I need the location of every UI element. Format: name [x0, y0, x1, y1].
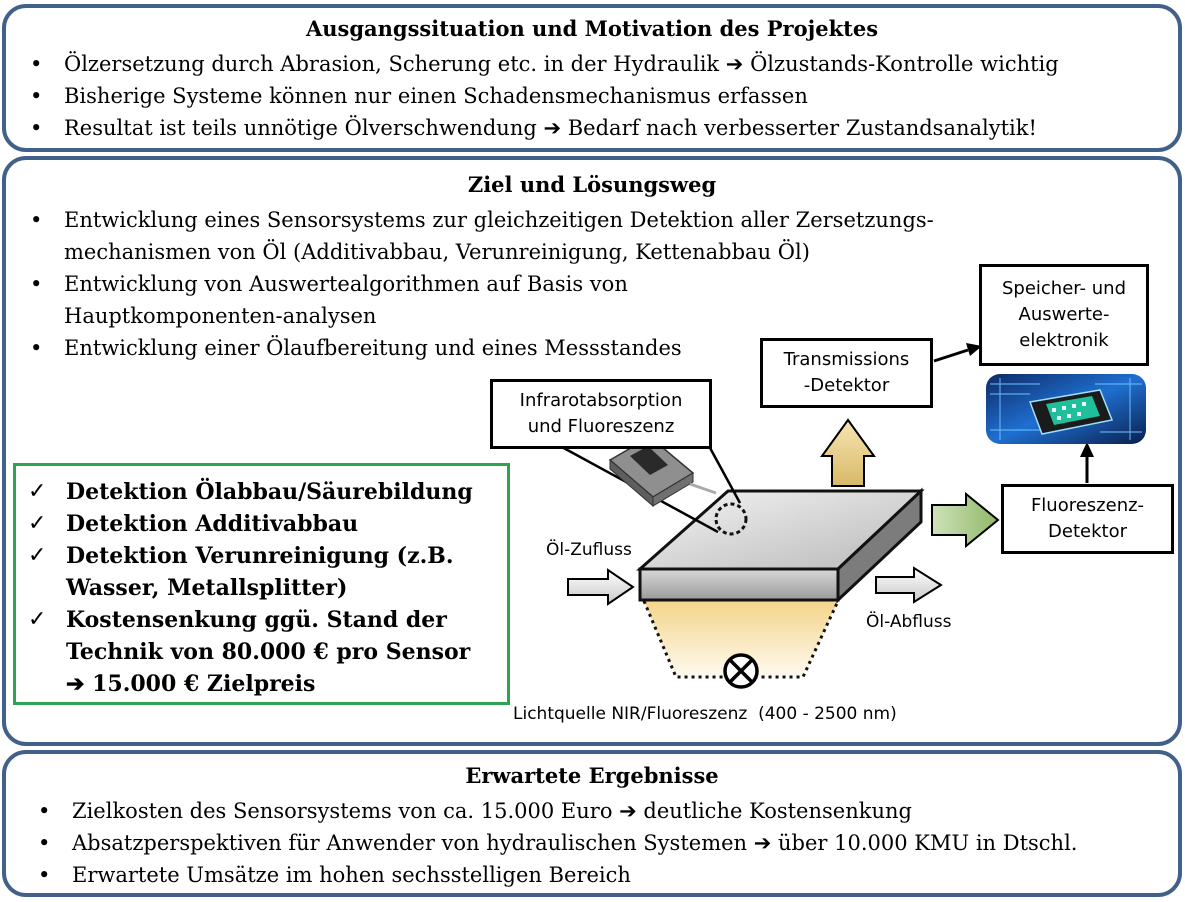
transmission-line2: -Detektor	[804, 375, 889, 396]
check-icon: ✓	[28, 604, 46, 636]
results-panel: Erwartete Ergebnisse •Zielkosten des Sen…	[2, 750, 1182, 897]
motivation-panel: Ausgangssituation und Motivation des Pro…	[2, 4, 1182, 152]
list-item: •Resultat ist teils unnötige Ölverschwen…	[20, 112, 1170, 144]
bullet-text: Erwartete Umsätze im hohen sechsstellige…	[72, 863, 631, 887]
results-title: Erwartete Ergebnisse	[6, 763, 1178, 788]
bullet-text: Resultat ist teils unnötige Ölverschwend…	[64, 116, 1037, 140]
check-icon: ✓	[28, 476, 46, 508]
infrared-line1: Infrarotabsorption	[520, 390, 683, 411]
infrared-box: Infrarotabsorption und Fluoreszenz	[490, 379, 712, 449]
motivation-title: Ausgangssituation und Motivation des Pro…	[6, 16, 1178, 41]
storage-line2: Auswerte-	[1019, 304, 1110, 325]
fluor-line1: Fluoreszenz-	[1031, 495, 1144, 516]
checklist-item: ✓ Detektion Verunreinigung (z.B. Wasser, …	[16, 540, 496, 604]
checklist-item: ✓ Detektion Additivabbau	[16, 508, 496, 540]
check-icon: ✓	[28, 508, 46, 540]
transmission-detector-box: Transmissions -Detektor	[760, 338, 933, 408]
storage-electronics-box: Speicher- und Auswerte- elektronik	[979, 264, 1149, 366]
list-item: •Ölzersetzung durch Abrasion, Scherung e…	[20, 48, 1170, 80]
list-item: •Entwicklung eines Sensorsystems zur gle…	[20, 204, 1020, 268]
bullet-text: Absatzperspektiven für Anwender von hydr…	[72, 831, 1077, 855]
checklist-text: Detektion Ölabbau/Säurebildung	[66, 479, 473, 505]
bullet-text: Bisherige Systeme können nur einen Schad…	[64, 84, 808, 108]
list-item: •Erwartete Umsätze im hohen sechsstellig…	[28, 859, 1178, 891]
light-source-label: Lichtquelle NIR/Fluoreszenz (400 - 2500 …	[513, 704, 897, 724]
result-checklist: ✓ Detektion Ölabbau/Säurebildung ✓ Detekti…	[16, 476, 496, 700]
checklist-text: Kostensenkung ggü. Stand der Technik von…	[66, 607, 470, 697]
list-item: •Absatzperspektiven für Anwender von hyd…	[28, 827, 1178, 859]
goal-title: Ziel und Lösungsweg	[6, 172, 1178, 197]
list-item: •Zielkosten des Sensorsystems von ca. 15…	[28, 795, 1178, 827]
storage-line3: elektronik	[1019, 330, 1108, 351]
checklist-item: ✓ Kostensenkung ggü. Stand der Technik vo…	[16, 604, 496, 700]
fluor-line2: Detektor	[1048, 521, 1127, 542]
bullet-text: Zielkosten des Sensorsystems von ca. 15.…	[72, 799, 912, 823]
inflow-label: Öl-Zufluss	[546, 540, 632, 560]
results-list: •Zielkosten des Sensorsystems von ca. 15…	[28, 795, 1178, 891]
bullet-text-cont: Hauptkomponenten-analysen	[64, 304, 376, 328]
list-item: •Bisherige Systeme können nur einen Scha…	[20, 80, 1170, 112]
checklist-item: ✓ Detektion Ölabbau/Säurebildung	[16, 476, 496, 508]
infrared-line2: und Fluoreszenz	[528, 416, 675, 437]
result-checklist-box: ✓ Detektion Ölabbau/Säurebildung ✓ Detekti…	[13, 463, 510, 705]
bullet-text: Entwicklung einer Ölaufbereitung und ein…	[64, 336, 682, 360]
bullet-text: Entwicklung eines Sensorsystems zur glei…	[64, 208, 934, 232]
bullet-text-cont: mechanismen von Öl (Additivabbau, Verunr…	[64, 240, 810, 264]
transmission-line1: Transmissions	[784, 349, 910, 370]
bullet-text: Ölzersetzung durch Abrasion, Scherung et…	[64, 52, 1059, 76]
checklist-text: Detektion Additivabbau	[66, 511, 358, 537]
checklist-text: Detektion Verunreinigung (z.B. Wasser, M…	[66, 543, 453, 601]
check-icon: ✓	[28, 540, 46, 572]
storage-line1: Speicher- und	[1002, 278, 1126, 299]
motivation-list: •Ölzersetzung durch Abrasion, Scherung e…	[20, 48, 1170, 144]
fluorescence-detector-box: Fluoreszenz- Detektor	[1001, 484, 1174, 554]
bullet-text: Entwicklung von Auswertealgorithmen auf …	[64, 272, 628, 296]
outflow-label: Öl-Abfluss	[866, 612, 951, 632]
list-item: •Entwicklung von Auswertealgorithmen auf…	[20, 268, 1020, 332]
